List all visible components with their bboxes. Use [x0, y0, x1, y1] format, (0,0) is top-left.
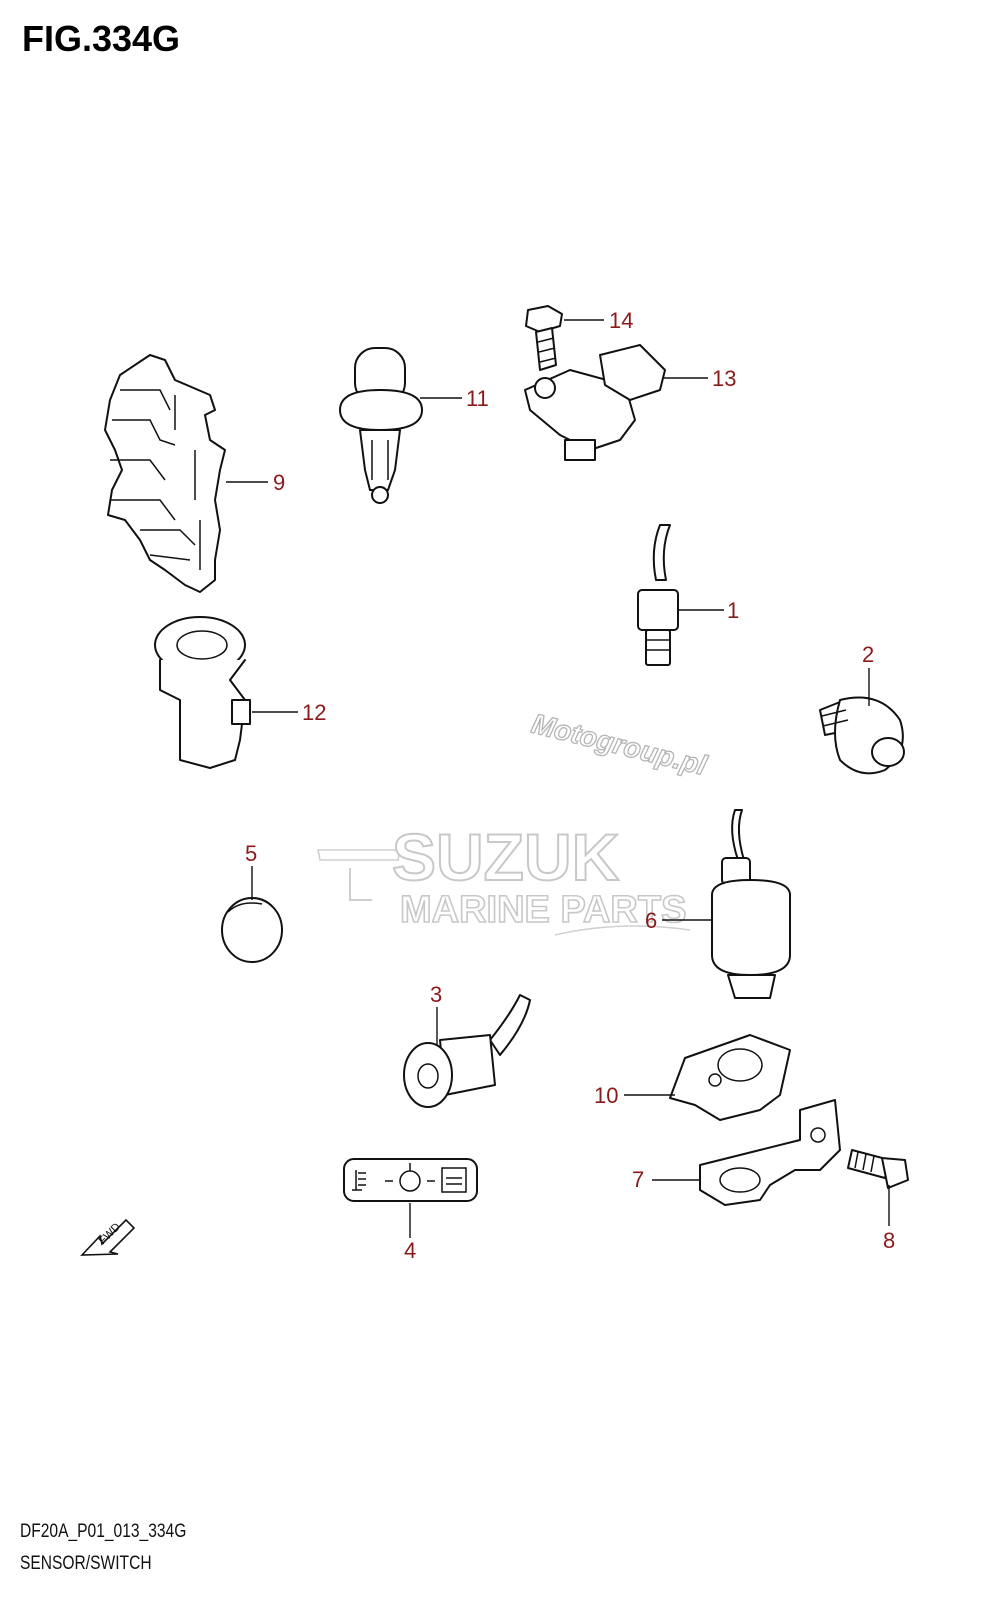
- part-5-plug: [221, 897, 283, 963]
- watermark-brand: SUZUK: [392, 820, 620, 894]
- watermark: SUZUK MARINE PARTS Motogroup.pl: [317, 707, 711, 936]
- figure-code: DF20A_P01_013_334G: [20, 1521, 187, 1542]
- watermark-subtitle: MARINE PARTS: [400, 889, 686, 931]
- callout-8: 8: [883, 1228, 895, 1253]
- figure-title: FIG.334G: [22, 18, 181, 59]
- callout-numbers: 14 13 11 9 1 2 12 5 6 3 10 7 8 4: [245, 308, 895, 1263]
- part-13-map-sensor: [524, 344, 666, 461]
- callout-9: 9: [273, 470, 285, 495]
- callout-14: 14: [609, 308, 633, 333]
- part-8-bolt: [847, 1149, 909, 1189]
- callout-1: 1: [727, 598, 739, 623]
- part-1-temp-sensor: [637, 524, 679, 666]
- watermark-site: Motogroup.pl: [529, 708, 711, 782]
- part-9-connector-bracket: [104, 354, 226, 593]
- part-4-warning-label: [343, 1158, 478, 1202]
- callout-3: 3: [430, 982, 442, 1007]
- forward-direction-icon: FWD: [80, 1218, 136, 1256]
- part-7-bracket: [699, 1099, 841, 1206]
- callout-13: 13: [712, 366, 736, 391]
- callout-2: 2: [862, 642, 874, 667]
- part-12-rubber-boot: [154, 616, 251, 769]
- figure-name: SENSOR/SWITCH: [20, 1553, 152, 1574]
- leader-lines: [226, 319, 890, 1238]
- part-6-pressure-switch: [711, 809, 791, 999]
- callout-11: 11: [466, 386, 489, 411]
- part-14-bolt: [525, 305, 563, 371]
- part-2-knock-sensor: [819, 696, 905, 775]
- part-11-intake-temp-sensor: [339, 347, 423, 504]
- callout-7: 7: [632, 1167, 644, 1192]
- part-3-grommet: [403, 994, 531, 1108]
- callout-12: 12: [302, 700, 326, 725]
- part-10-plate: [669, 1034, 791, 1121]
- callout-6: 6: [645, 908, 657, 933]
- callout-5: 5: [245, 841, 257, 866]
- callout-10: 10: [594, 1083, 618, 1108]
- callout-4: 4: [404, 1238, 416, 1263]
